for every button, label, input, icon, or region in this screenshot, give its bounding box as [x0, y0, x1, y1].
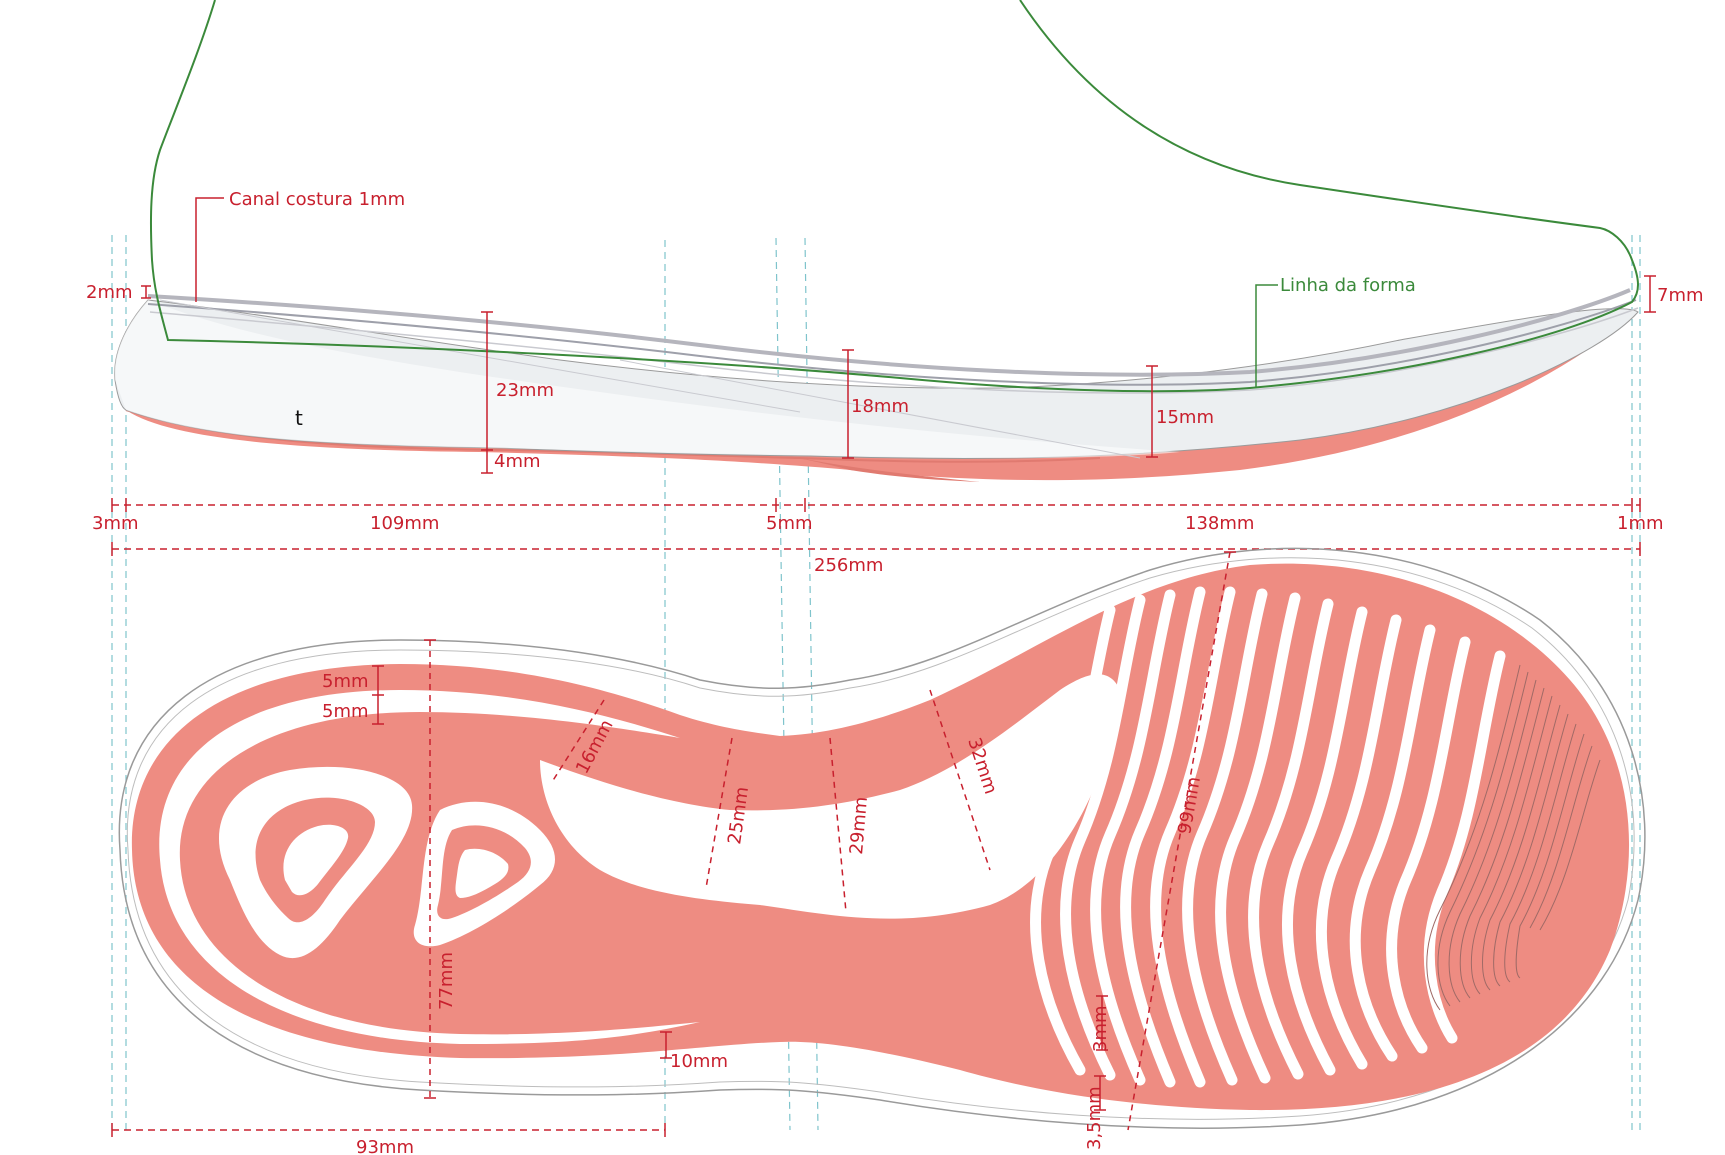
side-welt-line2 [149, 307, 1639, 394]
marker-t: t [295, 406, 303, 430]
label-5mm-a: 5mm [322, 671, 369, 692]
label-138mm: 138mm [1185, 513, 1254, 534]
bottom-dim-lines [111, 551, 1236, 1137]
label-93mm: 93mm [356, 1137, 414, 1155]
label-3mm-bottom: 3mm [1090, 1005, 1111, 1052]
stitch-leader [195, 197, 224, 302]
label-7mm: 7mm [1657, 285, 1704, 306]
dim-2mm [141, 285, 151, 299]
label-5mm-length: 5mm [766, 513, 813, 534]
sole-outline-outer [118, 547, 1646, 1129]
label-256mm: 256mm [814, 555, 883, 576]
dim-15mm [1146, 365, 1158, 458]
label-stitch-channel: Canal costura 1mm [229, 189, 405, 210]
bottom-view: 5mm 5mm 16mm 25mm 29mm 32mm 99mm 77mm 10… [111, 547, 1646, 1155]
label-10mm: 10mm [670, 1051, 728, 1072]
side-welt-top [147, 288, 1631, 377]
length-dimensions [111, 498, 1641, 556]
sole-outline-inner [126, 557, 1635, 1120]
construction-line [159, 299, 801, 413]
toe-fine-lines [1426, 664, 1601, 1011]
label-18mm: 18mm [851, 396, 909, 417]
heel-leaf-core [455, 848, 509, 898]
label-77mm: 77mm [436, 952, 457, 1010]
label-23mm: 23mm [496, 380, 554, 401]
arch-cutout [540, 674, 1120, 919]
label-1mm: 1mm [1617, 513, 1664, 534]
side-welt-line [147, 299, 1637, 386]
label-5mm-b: 5mm [322, 701, 369, 722]
label-109mm: 109mm [370, 513, 439, 534]
dim-23mm [481, 311, 493, 474]
label-3mm: 3mm [92, 513, 139, 534]
label-3-5mm: 3,5mm [1084, 1086, 1105, 1150]
dim-18mm [842, 349, 854, 459]
last-leader [1255, 284, 1278, 388]
label-2mm: 2mm [86, 282, 133, 303]
side-midsole-shade [114, 300, 1180, 458]
label-last-line: Linha da forma [1280, 275, 1416, 296]
last-line [149, 0, 1639, 393]
label-15mm: 15mm [1156, 407, 1214, 428]
label-29mm: 29mm [846, 796, 872, 856]
heel-loop-core [283, 824, 349, 896]
label-4mm: 4mm [494, 451, 541, 472]
construction-line [619, 359, 1141, 459]
dim-7mm [1644, 275, 1656, 313]
forefoot-grooves [1030, 586, 1506, 1088]
side-view: Canal costura 1mm Linha da forma 2mm 7mm… [86, 0, 1704, 482]
